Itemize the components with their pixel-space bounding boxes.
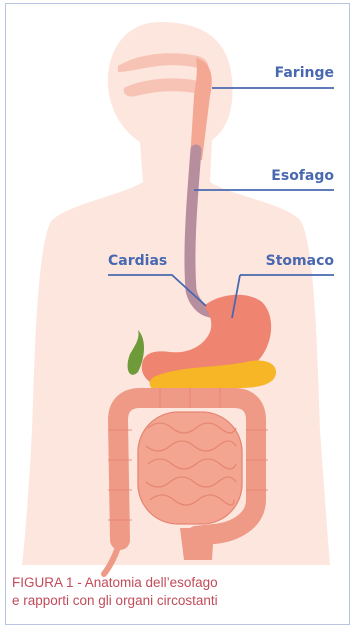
label-esofago: Esofago [271,168,334,184]
rectum [180,528,214,560]
small-intestine [138,412,242,524]
label-stomaco: Stomaco [266,253,335,269]
label-cardias: Cardias [108,253,167,269]
caption-line-1: FIGURA 1 - Anatomia dell’esofago [12,574,342,592]
figure-caption: FIGURA 1 - Anatomia dell’esofago e rappo… [12,574,342,610]
caption-line-2: e rapporti con gli organi circostanti [12,592,342,610]
label-faringe: Faringe [275,65,334,81]
